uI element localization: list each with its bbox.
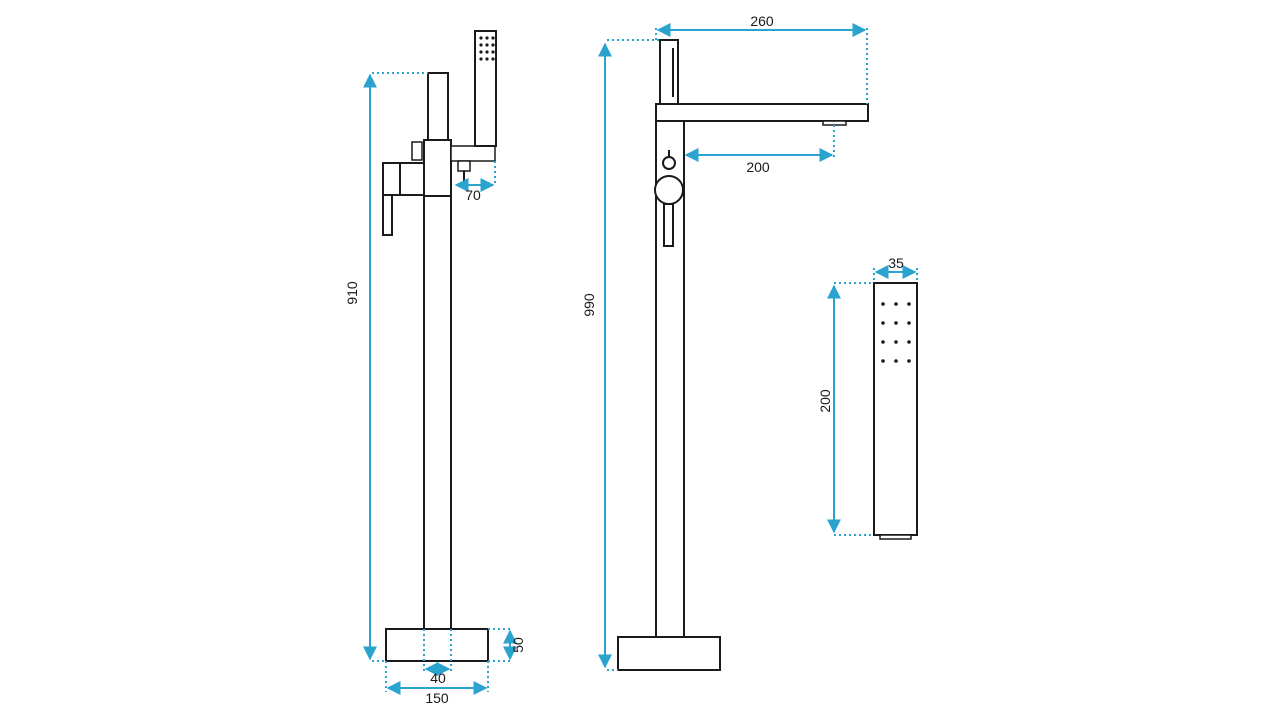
dim-label-50: 50	[510, 637, 526, 653]
side-mixer-lever	[382, 194, 393, 236]
handshower-body	[873, 282, 918, 536]
front-base	[617, 636, 721, 671]
handshower-nozzles	[881, 302, 911, 363]
dim-label-260: 260	[750, 13, 774, 29]
handshower-connector	[879, 534, 912, 540]
dim-label-200-length: 200	[817, 389, 833, 413]
front-mixer-dial	[654, 175, 684, 205]
front-view: 990 260 200	[581, 13, 869, 671]
dim-label-200-reach: 200	[746, 159, 770, 175]
dim-label-70: 70	[465, 187, 481, 203]
dim-label-40: 40	[430, 670, 446, 686]
front-aerator	[822, 120, 847, 126]
side-holder-block	[423, 139, 452, 197]
dim-label-990: 990	[581, 293, 597, 317]
front-handshower-holder	[659, 39, 679, 105]
side-base	[385, 628, 489, 662]
dim-label-910: 910	[344, 281, 360, 305]
front-mixer-lever	[663, 203, 674, 247]
side-hose-connector	[457, 160, 471, 172]
dim-label-150: 150	[425, 690, 449, 706]
handshower-detail: 35 200	[817, 255, 918, 540]
side-column	[423, 195, 452, 630]
dim-label-35: 35	[888, 255, 904, 271]
front-spout	[655, 103, 869, 122]
side-mixer-body	[399, 162, 425, 196]
side-handshower	[474, 30, 497, 147]
front-small-knob	[662, 156, 676, 170]
side-view: 910 70 50 40 150	[344, 30, 526, 706]
side-bracket-arm	[450, 145, 496, 162]
side-mixer-cap	[382, 162, 401, 196]
side-mixer-knob	[411, 141, 423, 161]
side-holder-top	[427, 72, 449, 141]
side-handshower-nozzles	[479, 36, 495, 61]
